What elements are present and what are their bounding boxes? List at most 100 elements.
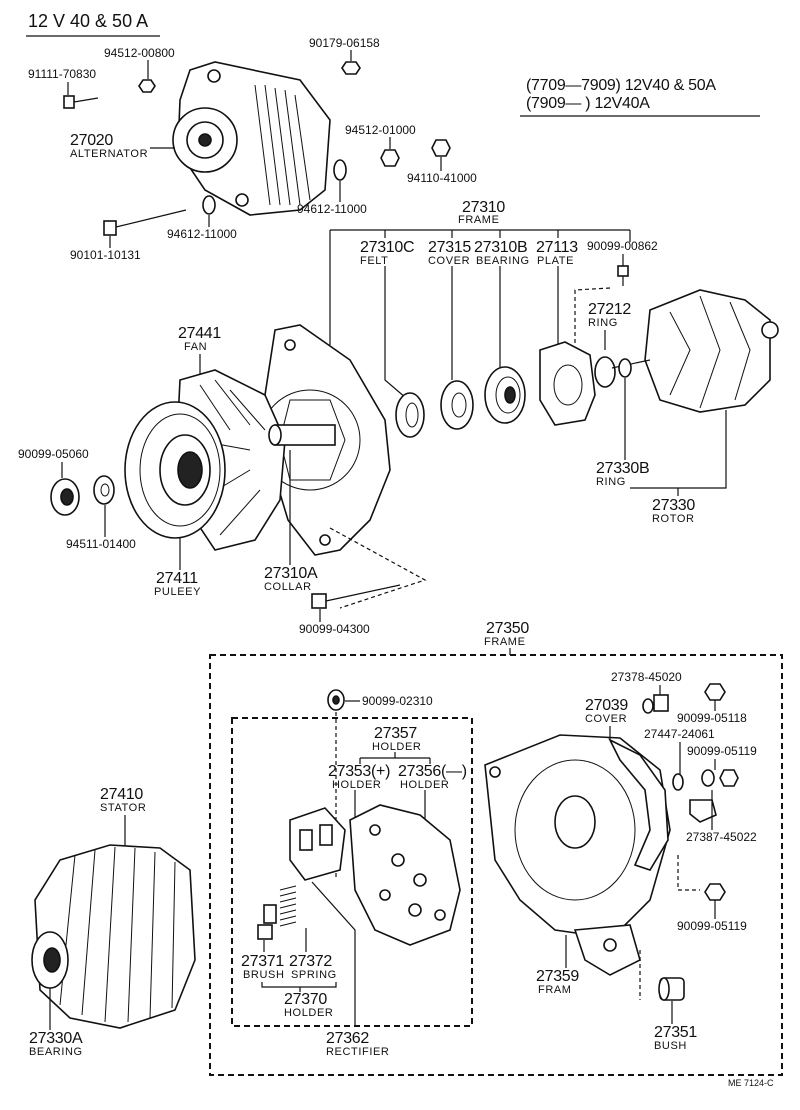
dash-90099-05119-b (677, 855, 700, 891)
brush-holder-27370-illustration (289, 807, 346, 881)
label-rotor: ROTOR (652, 513, 695, 525)
bolt-90101-10131-icon (103, 209, 187, 236)
label-fan: FAN (184, 341, 207, 353)
label-alternator: ALTERNATOR (70, 148, 148, 160)
collar-27310a-illustration (268, 424, 336, 446)
label-frame-1: FRAME (458, 214, 500, 226)
label-90099-05119-a: 90099-05119 (687, 744, 757, 758)
label-94511-01400: 94511-01400 (66, 537, 136, 551)
label-27357: 27357 (374, 725, 417, 742)
bearing-27310b-icon (484, 366, 526, 424)
label-90101-10131: 90101-10131 (70, 248, 141, 262)
label-holder-1: HOLDER (372, 741, 421, 753)
screw-90099-00862-icon (617, 265, 629, 286)
rectifier-27362-illustration (349, 804, 461, 946)
alternator-assembly-illustration (172, 61, 331, 216)
rotor-27330-illustration (611, 289, 779, 413)
note-line-2: (7909— ) 12V40A (526, 95, 650, 112)
label-90099-05060: 90099-05060 (18, 447, 89, 461)
terminal-27447-icon (672, 773, 684, 791)
label-holder-3: HOLDER (400, 779, 449, 791)
label-felt: FELT (360, 255, 388, 267)
label-27362: 27362 (326, 1030, 369, 1047)
label-90099-00862: 90099-00862 (587, 239, 658, 253)
label-27315: 27315 (428, 239, 471, 256)
label-cover-2: COVER (585, 713, 627, 725)
label-puleey: PULEEY (154, 586, 201, 598)
dash-90099-00862 (574, 287, 611, 345)
label-27350: 27350 (486, 620, 529, 637)
label-collar: COLLAR (264, 581, 312, 593)
label-27330: 27330 (652, 497, 695, 514)
label-27212: 27212 (588, 301, 631, 318)
label-94612-11000-b: 94612-11000 (167, 227, 237, 241)
washer-94612-11000b-icon (202, 195, 216, 215)
label-bearing-1: BEARING (476, 255, 530, 267)
label-27370: 27370 (284, 991, 327, 1008)
label-27353: 27353(+) (328, 763, 390, 780)
label-holder-4: HOLDER (284, 1007, 333, 1019)
label-27387-45022: 27387-45022 (686, 830, 757, 844)
label-bush: BUSH (654, 1040, 687, 1052)
nut-94512-00800-icon (138, 79, 156, 93)
felt-27310c-icon (395, 392, 425, 438)
pulley-27411-illustration (124, 401, 226, 539)
nut-90099-05119-b-icon (704, 883, 726, 901)
box-27350-frame (209, 654, 783, 1076)
label-94110-41000: 94110-41000 (407, 171, 477, 185)
label-holder-2: HOLDER (332, 779, 381, 791)
label-90179-06158: 90179-06158 (309, 36, 380, 50)
washer-90099-02310-icon (327, 689, 345, 711)
label-27372: 27372 (289, 953, 332, 970)
nut-94110-41000-icon (431, 139, 451, 157)
spring-27372-icon (279, 885, 297, 927)
nut-90179-06158-icon (341, 61, 361, 75)
label-27441: 27441 (178, 325, 221, 342)
bush-27351-icon (658, 977, 685, 1001)
label-bearing-2: BEARING (29, 1046, 83, 1058)
ring-27212-icon (594, 356, 616, 388)
cap-27378-icon (642, 694, 669, 714)
label-90099-02310: 90099-02310 (362, 694, 433, 708)
bracket-27330 (630, 410, 727, 489)
label-27039: 27039 (585, 697, 628, 714)
nut-90099-05060-icon (50, 478, 80, 516)
label-plate: PLATE (537, 255, 574, 267)
label-90099-04300: 90099-04300 (299, 622, 370, 636)
label-brush: BRUSH (243, 969, 285, 981)
box-27362-rectifier (231, 717, 473, 1027)
label-27410: 27410 (100, 786, 143, 803)
label-27411: 27411 (156, 570, 198, 587)
label-27310a: 27310A (264, 565, 318, 582)
bracket-27370 (261, 982, 337, 988)
bolt-91111-icon (63, 95, 99, 109)
plate-27113-icon (539, 341, 596, 426)
leader-27310c (384, 266, 407, 399)
dash-90099-04300 (329, 527, 427, 609)
label-94512-00800: 94512-00800 (104, 46, 175, 60)
label-27356: 27356(—) (398, 763, 467, 780)
label-27371: 27371 (241, 953, 284, 970)
label-frame-2: FRAME (484, 636, 526, 648)
label-27378-45020: 27378-45020 (611, 670, 682, 684)
rear-frame-27359-illustration (484, 734, 671, 976)
label-27310b: 27310B (474, 239, 527, 256)
label-stator: STATOR (100, 802, 146, 814)
nut-90099-05118-icon (704, 683, 726, 701)
label-rectifier: RECTIFIER (326, 1046, 389, 1058)
label-27330a: 27330A (29, 1030, 83, 1047)
brush-27371-icon (257, 904, 277, 940)
label-spring: SPRING (291, 969, 337, 981)
washer-94612-11000-icon (333, 159, 347, 181)
label-cover-1: COVER (428, 255, 470, 267)
stator-27410-illustration (31, 844, 196, 1029)
label-90099-05119-b: 90099-05119 (677, 919, 747, 933)
washer-94511-01400-icon (93, 475, 115, 505)
label-27020: 27020 (70, 132, 113, 149)
label-27113: 27113 (536, 239, 578, 256)
label-ring-1: RING (588, 317, 618, 329)
cover-27039-illustration (608, 738, 669, 871)
label-94512-01000: 94512-01000 (345, 123, 416, 137)
cover-27315-icon (440, 380, 474, 430)
